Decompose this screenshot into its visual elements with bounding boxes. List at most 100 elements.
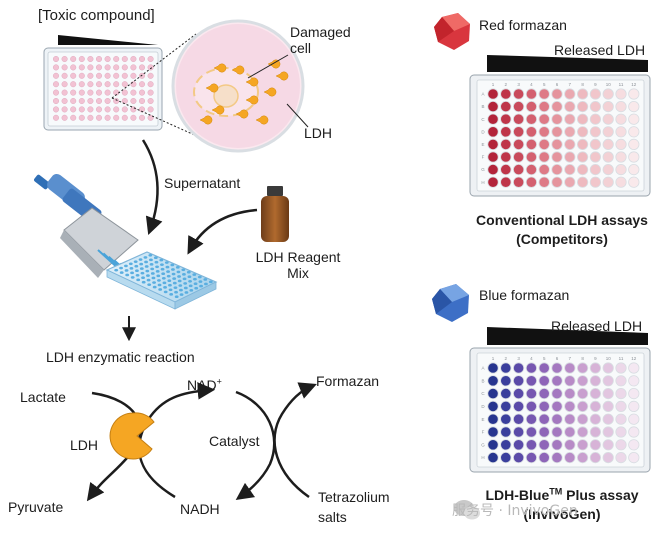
compound-well xyxy=(87,56,94,63)
compound-well xyxy=(113,114,120,121)
red-plate-well xyxy=(538,164,550,176)
ldh-molecule xyxy=(213,63,227,73)
assay-well xyxy=(161,272,166,276)
red-plate-col-label: 10 xyxy=(606,82,612,87)
ldh-molecule xyxy=(245,95,259,105)
blue-plate-col-label: 1 xyxy=(492,356,495,361)
catalyst-label: Catalyst xyxy=(209,433,260,449)
assay-well xyxy=(145,269,150,273)
blue-plate-well xyxy=(500,451,512,464)
toxic-gradient-wedge xyxy=(58,35,158,45)
red-plate-well xyxy=(602,151,614,163)
red-plate-well xyxy=(538,176,550,188)
red-plate-well xyxy=(500,88,512,100)
compound-well xyxy=(70,89,77,96)
blue-plate-well xyxy=(512,426,525,438)
assay-well xyxy=(146,278,151,282)
blue-plate-col-label: 3 xyxy=(517,356,520,361)
compound-well xyxy=(87,114,94,121)
assay-well xyxy=(119,266,123,270)
blue-plate-row-label: A xyxy=(481,366,484,371)
red-plate-col-label: 4 xyxy=(530,82,533,87)
assay-well xyxy=(133,260,138,263)
blue-plate-col-label: 7 xyxy=(569,356,572,361)
blue-plate-well xyxy=(512,362,525,374)
red-plate-well xyxy=(615,138,627,150)
ldh-molecules xyxy=(199,59,289,125)
red-plate-row-label: F xyxy=(482,155,485,160)
conventional-caption-1: Conventional LDH assays xyxy=(476,212,648,228)
assay-well xyxy=(175,266,180,269)
assay-well xyxy=(134,264,139,268)
blue-plate-well xyxy=(551,451,563,464)
blue-plate-row-label: H xyxy=(481,455,484,460)
red-plate-col-label: 8 xyxy=(581,82,584,87)
blue-plate-row-label: E xyxy=(481,417,484,422)
compound-well xyxy=(113,72,120,79)
compound-well xyxy=(104,97,111,104)
red-plate-well xyxy=(628,151,640,163)
compound-well xyxy=(95,64,102,71)
damaged-cell-label-1: Damaged xyxy=(290,24,351,40)
assay-well xyxy=(163,286,167,289)
compound-well xyxy=(95,97,102,104)
compound-well xyxy=(78,72,85,79)
compound-well xyxy=(138,64,145,71)
ldh-molecule xyxy=(267,59,281,69)
blue-plate-well xyxy=(615,439,627,451)
blue-plate-col-label: 8 xyxy=(581,356,584,361)
red-plate-well xyxy=(602,113,614,125)
red-plate-well xyxy=(576,176,589,188)
red-plate-well xyxy=(525,151,538,163)
ldh-molecule xyxy=(255,115,269,125)
blue-plate-well xyxy=(512,375,525,387)
blue-plate-well xyxy=(487,375,499,387)
assay-well xyxy=(174,290,178,294)
assay-well xyxy=(143,256,148,259)
blue-plate-well xyxy=(628,413,640,425)
red-plate-well xyxy=(564,126,576,138)
compound-well xyxy=(104,56,111,63)
red-plate-col-label: 9 xyxy=(594,82,597,87)
red-plate-well xyxy=(538,151,550,163)
compound-well xyxy=(78,97,85,104)
compound-well xyxy=(61,72,68,79)
red-plate-well xyxy=(487,151,499,163)
red-plate-well xyxy=(602,138,614,150)
compound-well xyxy=(130,97,137,104)
blue-plate-well xyxy=(551,413,563,425)
blue-plate-col-label: 11 xyxy=(619,356,624,361)
red-plate-well xyxy=(500,176,512,188)
assay-well xyxy=(188,279,192,283)
compound-well xyxy=(147,97,154,104)
blue-plate-col-label: 5 xyxy=(543,356,546,361)
red-plate-well xyxy=(576,88,589,100)
red-plate-well xyxy=(564,113,576,125)
compound-well xyxy=(113,97,120,104)
assay-well xyxy=(182,273,186,276)
blue-plate-well xyxy=(628,387,640,400)
blue-plate-well xyxy=(615,426,627,438)
assay-well xyxy=(149,258,153,262)
assay-well xyxy=(176,270,181,274)
red-plate-well xyxy=(602,126,614,138)
red-plate-well xyxy=(538,101,550,113)
assay-well xyxy=(187,275,192,279)
blue-plate-row-label: C xyxy=(481,391,485,396)
blue-plate-well xyxy=(564,413,576,425)
wechat-logo xyxy=(454,500,480,520)
red-plate-well xyxy=(487,138,499,150)
red-plate-col-label: 5 xyxy=(543,82,546,87)
blue-plate-well xyxy=(602,375,614,387)
assay-well xyxy=(130,276,135,279)
compound-well xyxy=(61,89,68,96)
compound-well xyxy=(130,64,137,71)
assay-well xyxy=(139,267,144,270)
blue-plate-well xyxy=(525,439,538,451)
assay-well xyxy=(144,265,149,268)
assay-well xyxy=(171,272,176,276)
compound-well xyxy=(53,72,60,79)
assay-well xyxy=(177,279,182,283)
compound-well xyxy=(87,97,94,104)
assay-well xyxy=(130,271,134,275)
